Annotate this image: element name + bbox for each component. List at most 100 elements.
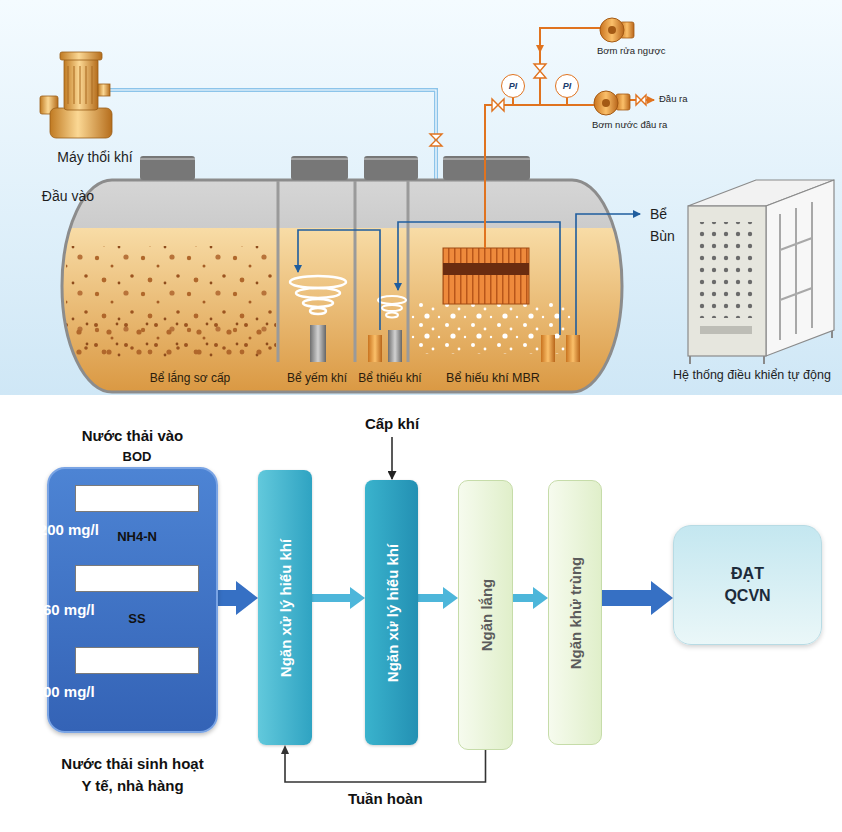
flow-arrow (602, 590, 651, 606)
pump-label: Bơm rửa ngược (597, 45, 665, 57)
permeate-pipe (485, 105, 594, 248)
permeate-pipe (513, 98, 567, 105)
mixer (388, 330, 402, 362)
compartment-label: Bể yếm khí (287, 371, 347, 386)
pump (600, 18, 624, 42)
treatment-tank: Ngăn lắng (458, 480, 513, 750)
pump-label: Bơm nước đầu ra (592, 119, 667, 131)
mixer (310, 308, 326, 314)
gauge-label: PI (509, 81, 518, 91)
flow-arrow (513, 594, 533, 602)
mixer (382, 305, 402, 311)
air-supply-label: Cấp khí (365, 415, 419, 434)
control-cabinet (700, 326, 752, 334)
permeate-pipe (430, 134, 442, 146)
control-cabinet (696, 222, 758, 318)
stage-label: Ngăn lắng (477, 579, 494, 652)
mixer (303, 299, 333, 307)
membrane-module (541, 335, 555, 362)
influent-caption: Nước thải sinh hoạt Y tế, nhà hàng (59, 753, 207, 797)
recirculation-pipe (398, 222, 560, 335)
flow-arrow (312, 594, 350, 602)
mixer (310, 325, 326, 362)
system-caption: Hệ thống điều khiển tự động (673, 368, 831, 384)
mixer (368, 335, 382, 362)
permeate-pipe (540, 28, 600, 105)
parameter-value: 10-60 mg/l (0, 599, 126, 621)
stage-label: Ngăn xử lý hiếu khí (383, 543, 400, 681)
tank (58, 156, 628, 398)
top-background (0, 0, 842, 395)
treatment-tank: Ngăn xử lý hiếu khí (365, 480, 418, 745)
gauge-label: PI (563, 81, 572, 91)
parameter-box: NH4-N10-60 mg/l (75, 565, 199, 592)
mixer (378, 296, 406, 304)
recirculation-pipe (576, 214, 640, 335)
equipment-label: Máy thổi khí (57, 149, 132, 167)
influent-heading: Nước thải vào (29, 427, 236, 444)
tank (62, 180, 622, 392)
result-label: ĐẠT QCVN (716, 563, 780, 607)
parameter-value: 0-200 mg/l (0, 681, 126, 703)
flow-arrow (418, 594, 443, 602)
pump (602, 99, 610, 107)
parameter-name: BOD (56, 444, 218, 469)
permeate-pipe (636, 95, 646, 105)
tank (278, 181, 408, 362)
mixer (296, 288, 340, 298)
mixer (290, 276, 346, 288)
compartment-label: Bể thiếu khí (358, 371, 421, 386)
tank (62, 228, 622, 392)
blower (68, 66, 92, 104)
pump (608, 26, 616, 34)
treatment-tank: Ngăn xử lý hiếu khí (258, 470, 312, 745)
parameter-box: SS0-200 mg/l (75, 647, 199, 674)
blower (98, 84, 110, 96)
mixer (290, 276, 406, 362)
permeate-pipe (430, 28, 654, 248)
air-supply-arrow (391, 437, 393, 479)
blower (50, 108, 112, 138)
permeate-pipe (534, 64, 546, 78)
recirculation-pipe (298, 214, 640, 335)
mixer (386, 313, 398, 318)
pressure-gauge: PI (501, 74, 525, 98)
membrane-module (443, 263, 529, 275)
result-box: ĐẠT QCVN (673, 525, 822, 645)
influent-box: Nước thải vàoNước thải sinh hoạt Y tế, n… (47, 467, 218, 733)
pump (594, 91, 618, 115)
stage-label: Ngăn xử lý hiếu khí (277, 538, 294, 676)
parameter-box: BOD10-200 mg/l (75, 485, 199, 512)
control-cabinet (766, 180, 834, 356)
permeate-pipe (492, 99, 504, 111)
recirculation-pipe (298, 230, 380, 330)
tank (66, 318, 276, 362)
flow-arrow (218, 590, 236, 606)
compartment-label: Bể lắng sơ cấp (150, 371, 231, 386)
parameter-name: SS (56, 606, 218, 631)
membrane-module (566, 335, 580, 362)
control-cabinet (688, 180, 834, 364)
outlet-label: Đầu ra (659, 93, 688, 105)
tank (66, 246, 276, 362)
treatment-tank: Ngăn khử trùng (548, 480, 602, 745)
parameter-name: NH4-N (56, 524, 218, 549)
inlet-label: Đầu vào (42, 188, 94, 206)
blower (60, 52, 102, 60)
edge-label: Tuần hoàn (345, 790, 426, 807)
control-cabinet (688, 206, 766, 356)
control-cabinet (780, 202, 812, 340)
recycle-arrow (285, 750, 486, 782)
pump (594, 18, 634, 115)
tank (140, 158, 530, 160)
stage-label: Ngăn khử trùng (567, 556, 584, 669)
tank-label: Bể Bùn (650, 203, 684, 247)
blower (40, 52, 112, 138)
parameter-value: 10-200 mg/l (0, 519, 126, 541)
blower (64, 58, 98, 110)
membrane-module (443, 248, 529, 304)
permeate-pipe (539, 36, 541, 52)
air-supply-arrow (392, 437, 393, 479)
tank (62, 228, 622, 392)
